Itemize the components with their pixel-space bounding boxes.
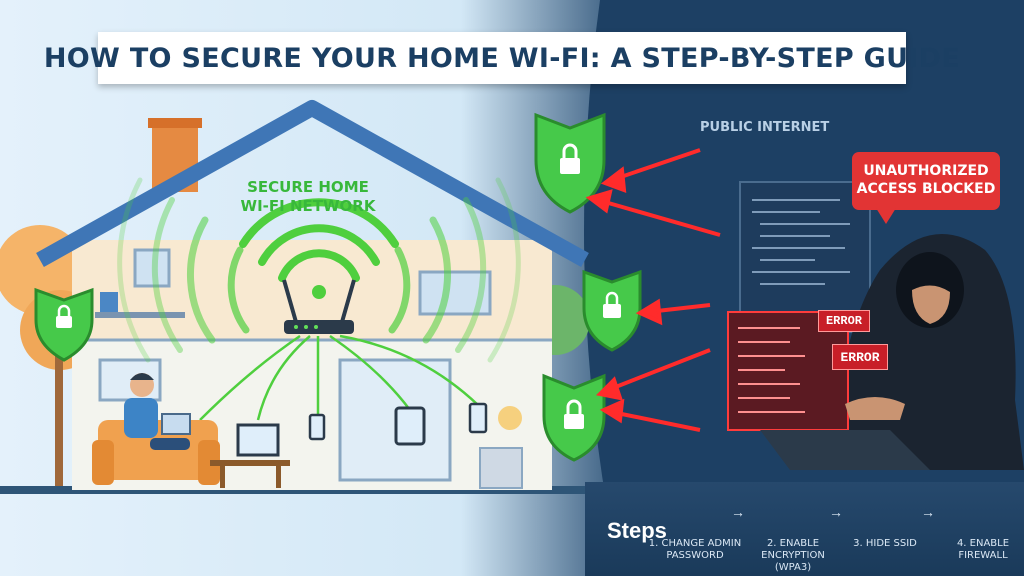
sofa-with-person: [92, 373, 220, 485]
shield-lock-icon: [34, 287, 94, 362]
coffee-table: [210, 460, 290, 466]
page-title: HOW TO SECURE YOUR HOME WI-FI: A STEP-BY…: [43, 42, 961, 74]
phone-icon: [468, 402, 488, 434]
laptop-icon: [236, 423, 280, 457]
network-links: [199, 334, 479, 421]
arrow-right-icon: →: [921, 504, 935, 520]
step-2-label: 2. ENABLE ENCRYPTION (WPA3): [761, 538, 825, 573]
attack-arrows: [585, 148, 721, 432]
step-1-label: 1. CHANGE ADMIN PASSWORD: [648, 538, 742, 561]
error-popup: ERROR: [818, 310, 870, 332]
step-3-label: 3. HIDE SSID: [853, 538, 917, 549]
shield-lock-icon: [542, 373, 606, 462]
error-popup: ERROR: [832, 344, 888, 370]
step-4-label: 4. ENABLE FIREWALL: [956, 538, 1010, 561]
title-banner: HOW TO SECURE YOUR HOME WI-FI: A STEP-BY…: [44, 32, 960, 88]
arrow-right-icon: →: [829, 504, 843, 520]
shield-lock-icon: [534, 112, 606, 214]
roof: [36, 100, 589, 267]
wifi-signal: [117, 177, 521, 363]
steps-panel: Steps 1. CHANGE ADMIN PASSWORD → 2. ENAB…: [585, 482, 1024, 576]
phone-icon: [308, 413, 326, 441]
arrow-right-icon: →: [731, 504, 745, 520]
tablet-icon: [394, 406, 426, 446]
public-internet-label: PUBLIC INTERNET: [700, 120, 830, 135]
router-icon: [282, 279, 356, 334]
home-network-label: SECURE HOME WI-FI NETWORK: [240, 178, 376, 215]
steps-title: Steps: [607, 518, 667, 543]
access-blocked-badge: UNAUTHORIZED ACCESS BLOCKED: [852, 152, 1000, 224]
